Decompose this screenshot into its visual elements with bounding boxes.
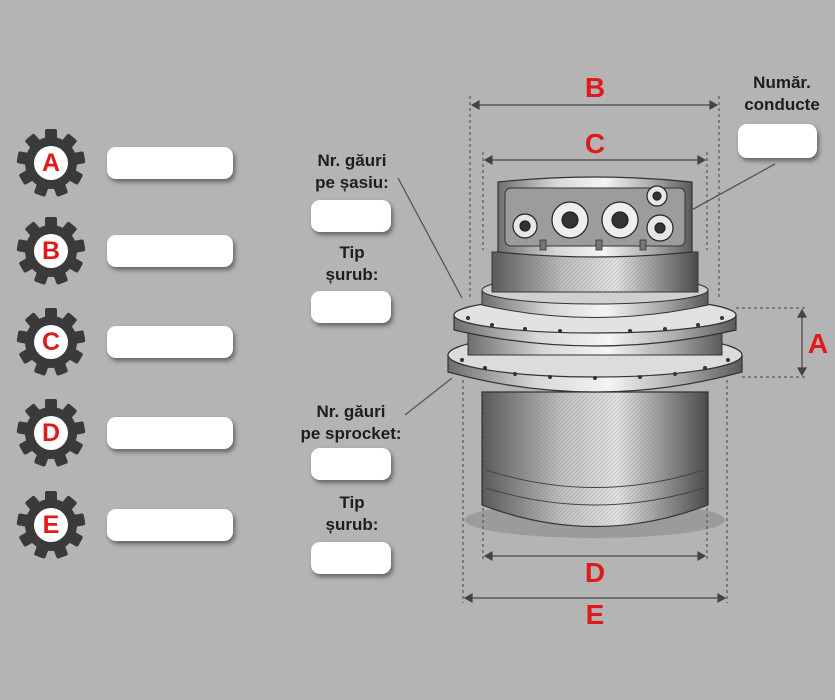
bolt-type-label-2: Tip șurub: (325, 493, 379, 534)
bolt-type-field-2[interactable] (311, 542, 391, 574)
legend-row-a: A (14, 126, 244, 200)
dimension-b-field[interactable] (107, 235, 233, 267)
pipes-count-field[interactable] (738, 124, 817, 158)
holes-sprocket-field[interactable] (311, 448, 391, 480)
legend-row-b: B (14, 214, 244, 288)
pipes-count-label: Număr. conducte (744, 73, 820, 114)
legend-row-d: D (14, 396, 244, 470)
legend-letter: D (41, 418, 61, 447)
bolt-type-label-1: Tip șurub: (325, 243, 379, 284)
legend-letter: A (41, 148, 61, 177)
legend-row-c: C (14, 305, 244, 379)
holes-chassis-field[interactable] (311, 200, 391, 232)
dimension-c-label: C (584, 128, 606, 159)
holes-sprocket-label: Nr. găuri pe sprocket: (300, 402, 402, 443)
dimension-a-label: A (807, 328, 829, 359)
dimension-b-label: B (584, 72, 606, 103)
legend-letter: E (42, 510, 60, 539)
dimension-e-field[interactable] (107, 509, 233, 541)
legend-row-e: E (14, 488, 244, 562)
dimension-e-label: E (585, 599, 605, 630)
legend-letter: C (41, 327, 61, 356)
legend-letter: B (41, 236, 61, 265)
dimension-a-field[interactable] (107, 147, 233, 179)
holes-chassis-label: Nr. găuri pe șasiu: (315, 151, 389, 192)
dimension-d-label: D (584, 557, 606, 588)
dimension-c-field[interactable] (107, 326, 233, 358)
bolt-type-field-1[interactable] (311, 291, 391, 323)
dimension-d-field[interactable] (107, 417, 233, 449)
